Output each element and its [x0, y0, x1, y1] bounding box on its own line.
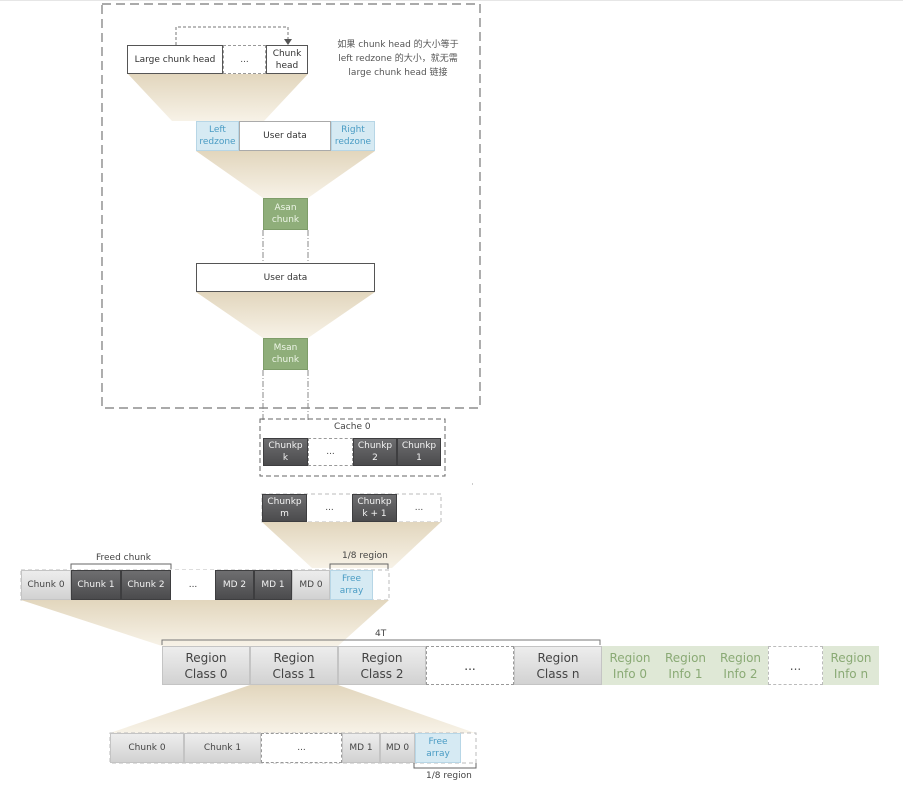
arrow-head [284, 39, 292, 45]
note-text: 如果 chunk head 的大小等于 left redzone 的大小，就无需… [337, 40, 459, 78]
head-link-arrow [175, 26, 289, 45]
funnel-2 [196, 151, 375, 198]
cache-frame [259, 418, 446, 477]
brace-4t [161, 639, 601, 645]
bottom-chunk-0: Chunk 0 [110, 733, 184, 763]
region-class-1: Region Class 1 [250, 646, 338, 685]
right-redzone: Right redzone [331, 121, 375, 151]
bottom-free-array: Free array [415, 733, 461, 763]
cache-chunkp-1: Chunkp 1 [397, 438, 441, 466]
region-free-array: Free array [330, 570, 373, 600]
region-class-n: Region Class n [514, 646, 602, 685]
user-data: User data [239, 121, 331, 151]
free-chunkp-k1: Chunkp k + 1 [352, 494, 397, 522]
asan-chunk: Asan chunk [263, 198, 308, 230]
free-ellipsis-2: ... [414, 503, 424, 513]
freed-brace [70, 563, 172, 569]
label-4t: 4T [375, 629, 387, 639]
left-redzone: Left redzone [196, 121, 239, 151]
region-md-0: MD 0 [292, 570, 330, 600]
region-md-2: MD 2 [215, 570, 254, 600]
funnel-5 [21, 600, 389, 646]
msan-chunk: Msan chunk [263, 338, 308, 370]
region-chunk-1: Chunk 1 [71, 570, 121, 600]
region-md-1: MD 1 [254, 570, 292, 600]
region-class-ellipsis: ... [426, 646, 514, 685]
funnel-4 [262, 522, 441, 568]
bottom-ellipsis: ... [261, 733, 342, 763]
region-info-n: Region Info n [823, 646, 879, 685]
funnel-6 [110, 685, 475, 733]
freed-chunk-label: Freed chunk [96, 553, 151, 563]
free-chunkp-m: Chunkp m [262, 494, 307, 522]
bottom-chunk-1: Chunk 1 [184, 733, 261, 763]
funnel-3 [196, 292, 375, 338]
region-class-2: Region Class 2 [338, 646, 426, 685]
region-info-ellipsis: ... [768, 646, 823, 685]
bottom-md-1: MD 1 [342, 733, 380, 763]
free-ellipsis-1: ... [325, 503, 334, 513]
bottom-one-eighth-label: 1/8 region [426, 771, 472, 781]
one-eighth-region-label: 1/8 region [342, 551, 388, 561]
funnel-1 [128, 74, 308, 121]
region-info-2: Region Info 2 [713, 646, 768, 685]
cache-chunkp-2: Chunkp 2 [353, 438, 397, 466]
msan-user-data: User data [196, 263, 375, 292]
bottom-md-0: MD 0 [380, 733, 415, 763]
outer-dashed-frame [101, 3, 481, 409]
region-info-0: Region Info 0 [602, 646, 658, 685]
region-class-0: Region Class 0 [162, 646, 250, 685]
region-info-1: Region Info 1 [658, 646, 713, 685]
region-chunk-ellipsis: ... [171, 570, 215, 600]
large-chunk-head: Large chunk head [127, 45, 223, 74]
cache-title: Cache 0 [334, 422, 371, 432]
cache-ellipsis: ... [308, 438, 353, 466]
cache-chunkp-k: Chunkp k [263, 438, 308, 466]
region-chunk-2: Chunk 2 [121, 570, 171, 600]
chunk-head: Chunk head [266, 45, 308, 74]
region-chunk-0: Chunk 0 [21, 570, 71, 600]
header-ellipsis: ... [223, 45, 266, 74]
